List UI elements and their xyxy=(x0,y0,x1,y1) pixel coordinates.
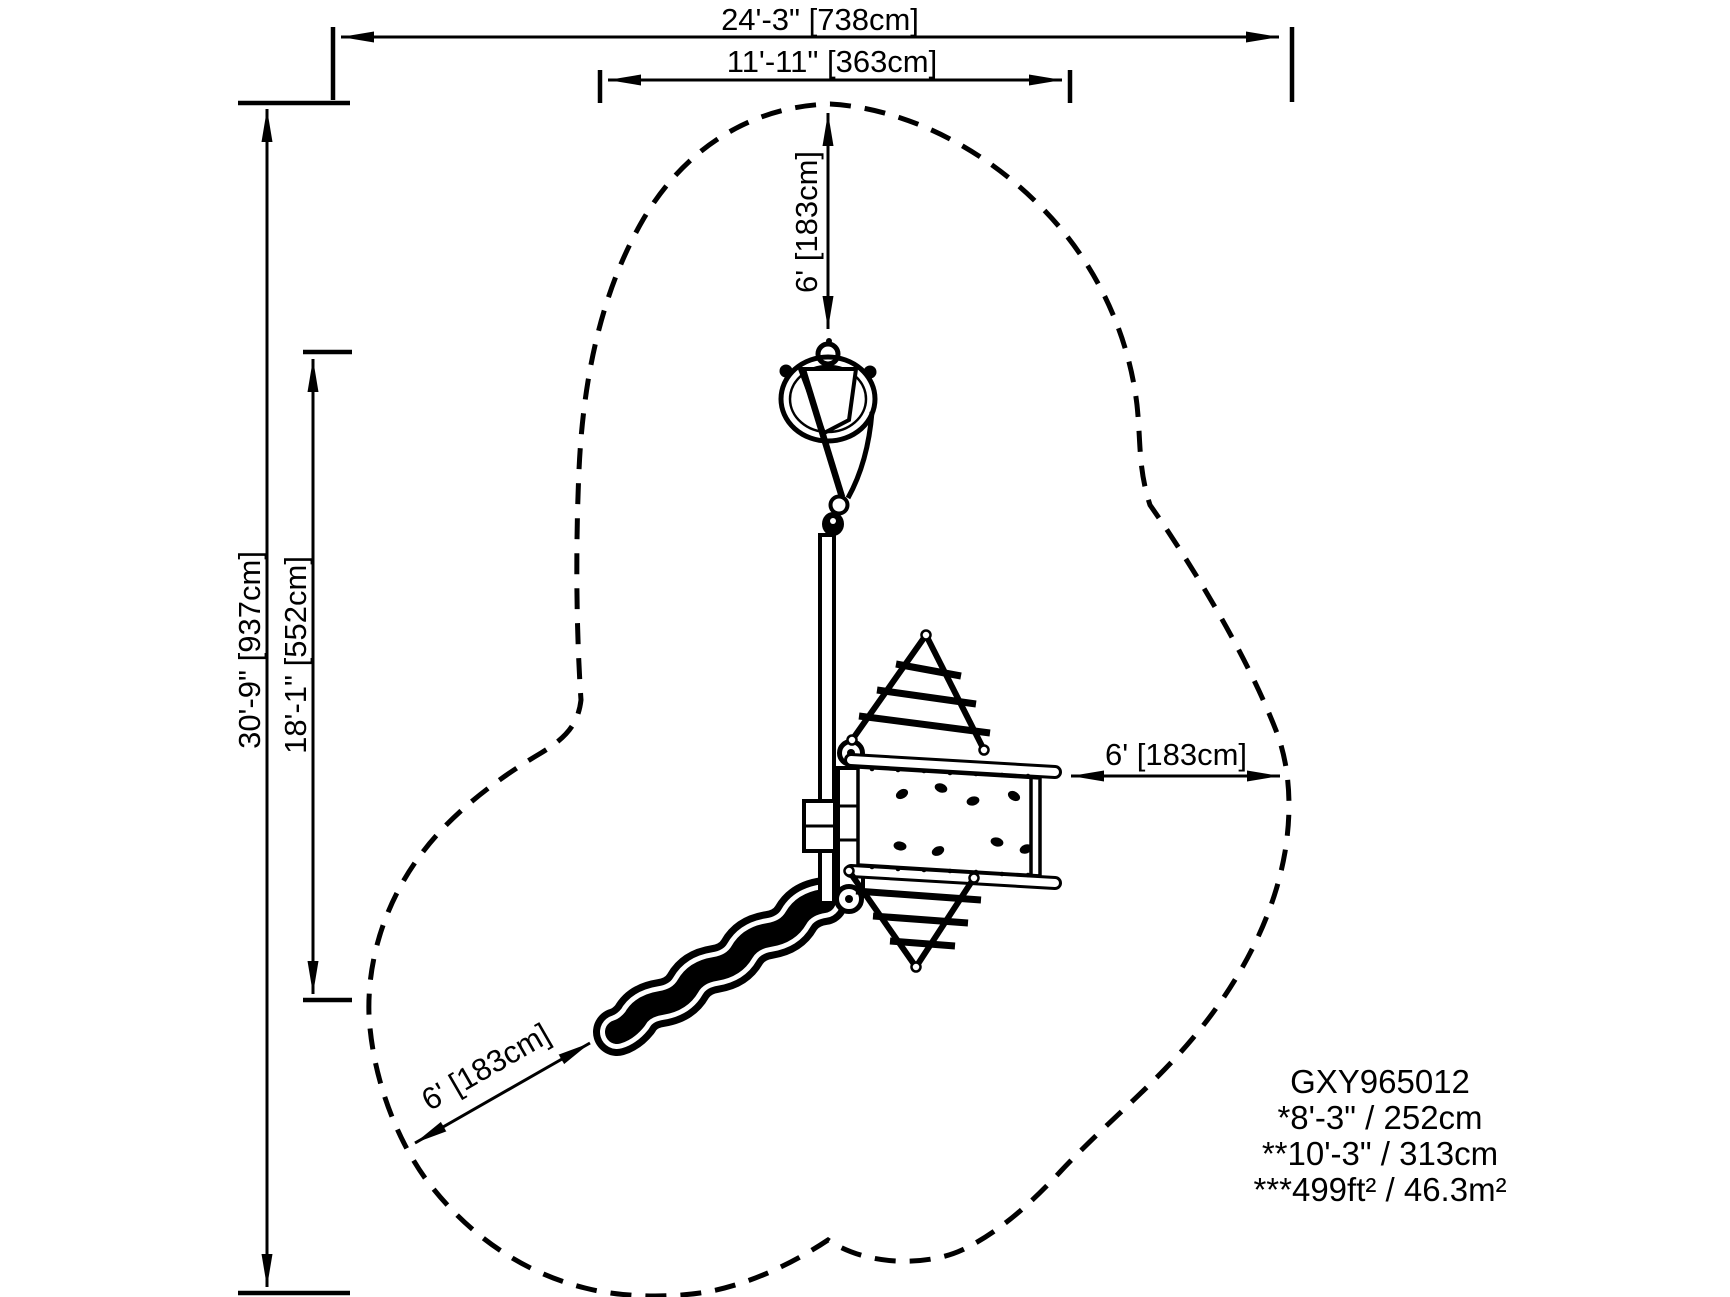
spinner-left-lug xyxy=(779,364,793,378)
net-upper-apex-knot xyxy=(920,629,932,641)
spec-note-block: GXY965012 *8'-3" / 252cm **10'-3" / 313c… xyxy=(1253,1063,1506,1208)
climbing-wall-top-rail xyxy=(844,753,1062,779)
spec-note-use-zone-area: ***499ft² / 46.3m² xyxy=(1253,1171,1506,1208)
swivel-joint-pin xyxy=(830,518,836,524)
swivel-ring xyxy=(828,494,850,516)
climbing-wall xyxy=(844,753,1062,890)
rope-net-upper xyxy=(846,629,991,756)
pivot-lower-pin xyxy=(845,895,853,903)
dim-use-zone-top-label: 6' [183cm] xyxy=(789,151,824,293)
dim-platform-width: 11'-11" [363cm] xyxy=(597,44,1073,103)
dim-inner-depth: 18'-1" [552cm] xyxy=(278,349,352,1003)
spec-model-number: GXY965012 xyxy=(1290,1063,1470,1100)
spinner-rim-tail xyxy=(845,411,875,500)
dim-use-zone-slide-line xyxy=(414,1041,591,1145)
slide xyxy=(593,877,848,1056)
net-lower-apex-knot xyxy=(910,961,922,973)
use-zone-outline xyxy=(366,101,1292,1297)
dim-use-zone-slide: 6' [183cm] xyxy=(414,1016,591,1145)
dim-overall-width-label: 24'-3" [738cm] xyxy=(721,2,919,37)
dim-overall-depth: 30'-9" [937cm] xyxy=(232,100,350,1296)
dim-use-zone-top: 6' [183cm] xyxy=(789,113,834,344)
climbing-wall-bottom-rail xyxy=(844,864,1062,890)
net-lower-right-knot xyxy=(968,872,980,884)
dim-platform-width-label: 11'-11" [363cm] xyxy=(727,44,938,79)
dim-overall-depth-label: 30'-9" [937cm] xyxy=(232,551,267,749)
spinner xyxy=(778,341,878,536)
net-upper-left-knot xyxy=(846,734,858,746)
top-rail-core xyxy=(847,756,1059,776)
net-lower-left-knot xyxy=(843,865,855,877)
dim-use-zone-right-label: 6' [183cm] xyxy=(1105,737,1247,772)
climbing-wall-bolts xyxy=(869,766,1031,878)
net-lower-rung-3 xyxy=(855,887,982,904)
spinner-top-knob xyxy=(815,341,841,367)
bottom-rail-core xyxy=(847,867,1059,887)
dim-inner-depth-label: 18'-1" [552cm] xyxy=(278,556,313,754)
slide-bed xyxy=(605,889,836,1044)
spinner-strut xyxy=(799,369,846,498)
net-upper-rung-3 xyxy=(858,712,991,737)
net-lower-rung-1 xyxy=(889,937,956,950)
rope-net-lower xyxy=(843,865,982,973)
climbing-wall-face xyxy=(856,765,1042,878)
spec-note-overall-height: **10'-3" / 313cm xyxy=(1262,1135,1498,1172)
net-upper-right-knot xyxy=(978,744,990,756)
dim-overall-width: 24'-3" [738cm] xyxy=(330,2,1295,102)
net-upper-left-side xyxy=(849,633,929,742)
spec-note-deck-height: *8'-3" / 252cm xyxy=(1277,1099,1482,1136)
use-zone-boundary xyxy=(366,101,1292,1297)
dim-use-zone-right: 6' [183cm] xyxy=(1071,737,1280,782)
spinner-right-lug xyxy=(863,365,877,379)
climbing-holds xyxy=(893,783,1033,856)
